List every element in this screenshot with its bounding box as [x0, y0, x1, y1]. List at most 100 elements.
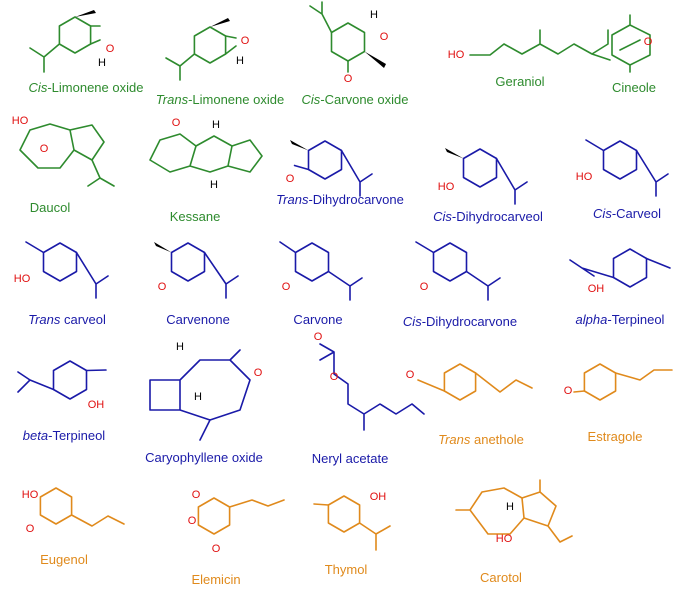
- label-neryl-acetate: Neryl acetate: [311, 451, 389, 466]
- label-cis-dihydrocarvone: Cis-Dihydrocarvone: [402, 314, 518, 329]
- isopropenyl-cis-limonene-oxide: [29, 43, 61, 73]
- substituent-bonds: [313, 503, 391, 551]
- rings-daucol: [19, 123, 115, 187]
- chain-geraniol: [469, 29, 611, 61]
- chain-neryl-acetate: [319, 343, 425, 431]
- ring-cis-dihydrocarveol: [462, 148, 498, 188]
- oxygen-atom: O: [172, 117, 181, 129]
- oxygen-atom: O: [564, 385, 573, 397]
- hydrogen-atom: H: [210, 179, 218, 191]
- label-thymol: Thymol: [324, 562, 368, 577]
- hydroxyl-label: OH: [88, 399, 105, 411]
- oxygen-atom: O: [241, 35, 250, 47]
- label-trans-carveol: Trans carveol: [28, 312, 106, 327]
- oxygen-atom: O: [188, 515, 197, 527]
- epoxide-cis-limonene-oxide: [89, 25, 101, 45]
- oxygen-atom: O: [286, 173, 295, 185]
- side-chain-bond: [569, 259, 615, 279]
- substituent-bonds: [417, 372, 533, 393]
- ring-cis-carvone-oxide: [330, 22, 366, 62]
- methyl-bond: [585, 139, 605, 152]
- label-trans-anethole: Trans anethole: [438, 432, 524, 447]
- label-elemicin: Elemicin: [191, 572, 241, 587]
- oxygen-atom: O: [330, 371, 339, 383]
- label-carvenone: Carvenone: [166, 312, 230, 327]
- rings-caryophyllene-oxide: [149, 349, 251, 441]
- hydroxyl-label: HO: [12, 115, 29, 127]
- carbonyl-bond: [293, 164, 310, 171]
- oxygen-atom: O: [212, 543, 221, 555]
- label-kessane: Kessane: [169, 209, 221, 224]
- hydroxyl-label: OH: [588, 283, 605, 295]
- hydroxyl-label: HO: [448, 49, 465, 61]
- ring-estragole: [583, 363, 617, 401]
- oxygen-atom: O: [26, 523, 35, 535]
- isopropenyl-bond: [635, 149, 669, 197]
- oxygen-atom: O: [106, 43, 115, 55]
- allyl-bond: [70, 514, 125, 527]
- label-cis-carvone-oxide: Cis-Carvone oxide: [301, 92, 409, 107]
- methyl-wedge: [154, 242, 172, 253]
- oxygen-atom: O: [644, 36, 653, 48]
- methyl-bond: [279, 241, 297, 254]
- hydroxyl-label: HO: [576, 171, 593, 183]
- oxygen-atom: O: [406, 369, 415, 381]
- rings-kessane: [149, 133, 263, 173]
- isopropenyl-bond: [17, 371, 55, 393]
- isopropenyl-bond: [327, 270, 363, 301]
- methyl-bond: [415, 241, 435, 254]
- methyl-wedge: [445, 148, 464, 159]
- allyl-bond: [228, 499, 285, 508]
- hydrogen-atom: H: [236, 55, 244, 67]
- isopropenyl-trans-limonene-oxide: [165, 53, 196, 81]
- methyl-bond: [85, 369, 107, 372]
- label-cis-limonene-oxide: Cis-Limonene oxide: [28, 80, 144, 95]
- ring-trans-anethole: [443, 363, 477, 401]
- oxygen-atom: O: [254, 367, 263, 379]
- label-cis-carveol: Cis-Carveol: [593, 206, 661, 221]
- rings-carotol: [455, 479, 573, 543]
- label-caryophyllene-oxide: Caryophyllene oxide: [145, 450, 263, 465]
- ring-cis-dihydrocarvone: [432, 242, 468, 282]
- hydrogen-atom: H: [194, 391, 202, 403]
- isopropenyl-bond: [75, 251, 109, 299]
- ring-trans-limonene-oxide: [193, 26, 227, 64]
- methyl-bond: [25, 241, 45, 254]
- hydrogen-atom: H: [506, 501, 514, 513]
- ring-elemicin: [197, 497, 231, 535]
- hydroxyl-label: OH: [370, 491, 387, 503]
- oxygen-atom: O: [314, 331, 323, 343]
- hydrogen-atom: H: [176, 341, 184, 353]
- cage-cineole: [611, 14, 651, 73]
- label-alpha-terpineol: alpha-Terpineol: [575, 312, 665, 327]
- epoxide-trans-limonene-oxide: [224, 35, 237, 55]
- ring-eugenol: [39, 487, 73, 525]
- ring-alpha-terpineol: [612, 248, 648, 288]
- label-cis-dihydrocarveol: Cis-Dihydrocarveol: [433, 209, 543, 224]
- ring-trans-carveol: [42, 242, 78, 282]
- label-carotol: Carotol: [480, 570, 522, 585]
- label-beta-terpineol: beta-Terpineol: [22, 428, 106, 443]
- ring-carvenone: [170, 242, 206, 282]
- oxygen-atom: O: [344, 73, 353, 85]
- hydrogen-atom: H: [370, 9, 378, 21]
- ring-trans-dihydrocarvone: [307, 140, 343, 180]
- oxygen-atom: O: [380, 31, 389, 43]
- oxygen-atom: O: [40, 143, 49, 155]
- label-daucol: Daucol: [29, 200, 71, 215]
- isopropenyl-bond: [495, 157, 528, 205]
- methyl-wedge: [210, 18, 230, 27]
- ring-carvone: [294, 242, 330, 282]
- hydroxyl-label: HO: [496, 533, 513, 545]
- ring-beta-terpineol: [52, 360, 88, 400]
- ring-thymol: [327, 495, 361, 533]
- isopropenyl-cis-carvone-oxide: [309, 1, 333, 34]
- isopropenyl-bond: [465, 270, 501, 301]
- oxygen-atom: O: [420, 281, 429, 293]
- oxygen-atom: O: [282, 281, 291, 293]
- methyl-wedge: [364, 51, 386, 68]
- oxygen-atom: O: [192, 489, 201, 501]
- oxygen-atom: O: [158, 281, 167, 293]
